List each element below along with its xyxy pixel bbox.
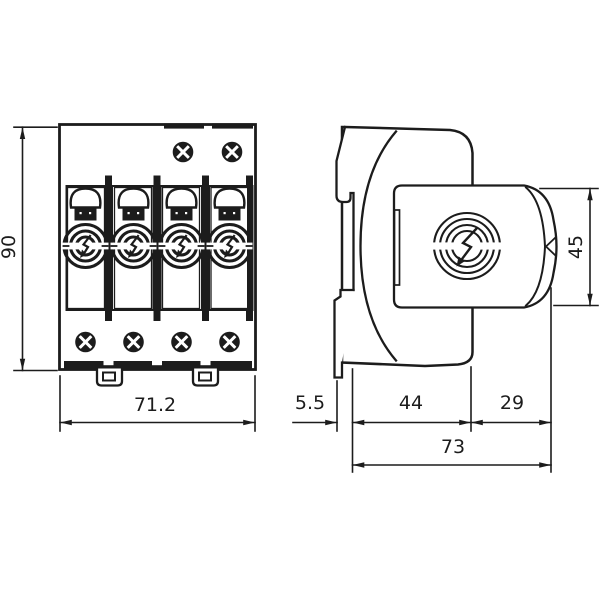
lightning-bolt-arrowhead (456, 256, 465, 267)
top-edge-bar (212, 123, 253, 129)
module-units (62, 187, 253, 270)
lightning-bolt-icon (225, 234, 236, 256)
dimension-29 (470, 287, 552, 473)
dimension-71-2 (59, 375, 256, 432)
din-clips (95, 367, 220, 387)
screw-icon (123, 331, 144, 353)
bottom-bar-notches (103, 361, 211, 366)
screw-icon (172, 141, 194, 163)
dimension-45 (539, 187, 599, 307)
dim-label-90: 90 (0, 234, 20, 260)
dim-label-44: 44 (398, 392, 424, 414)
lightning-bolt-icon (81, 234, 92, 256)
lightning-bolt-icon (458, 226, 479, 263)
screw-icon (171, 331, 192, 353)
screw-icon (221, 141, 243, 163)
screw-icon (75, 331, 96, 353)
din-rail-claw (333, 125, 355, 379)
module-unit (62, 187, 109, 270)
module-unit (206, 187, 253, 270)
dim-label-71-2: 71.2 (133, 394, 177, 416)
screws (75, 141, 243, 353)
status-dial (431, 211, 503, 281)
side-view (333, 125, 558, 379)
dimension-73 (351, 462, 552, 468)
top-edge-bar (164, 123, 204, 129)
lightning-bolt-arrowhead (224, 249, 231, 258)
side-module (392, 184, 558, 309)
dimension-lines (13, 126, 599, 473)
dim-label-5-5: 5.5 (294, 392, 326, 414)
din-clip (191, 367, 220, 387)
dim-label-73: 73 (440, 436, 466, 458)
din-clip (95, 367, 124, 387)
dimension-5-5 (292, 380, 338, 432)
status-dial (110, 222, 157, 270)
lightning-bolt-arrowhead (80, 249, 87, 258)
status-dial (158, 222, 205, 270)
side-module-contact-strip (393, 209, 401, 286)
dim-label-45: 45 (565, 234, 587, 260)
status-dial (62, 222, 109, 270)
dim-label-29: 29 (499, 392, 525, 414)
dimension-44 (351, 366, 472, 473)
status-dial (206, 222, 253, 270)
lightning-bolt-icon (177, 234, 188, 256)
lightning-bolt-icon (129, 234, 140, 256)
side-face-curve (359, 129, 398, 363)
module-unit (110, 187, 157, 270)
lightning-bolt-arrowhead (176, 249, 183, 258)
lightning-bolt-arrowhead (128, 249, 135, 258)
screw-icon (219, 331, 240, 353)
side-module-latch-notch (544, 235, 558, 258)
dimension-90 (13, 126, 58, 372)
module-unit (158, 187, 205, 270)
front-view (58, 123, 257, 387)
